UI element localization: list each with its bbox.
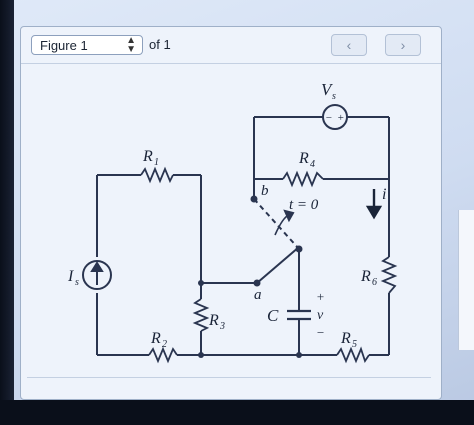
label-a: a: [254, 287, 262, 303]
terminal-b-dot: [250, 195, 258, 203]
circuit-diagram: − +: [67, 80, 398, 364]
label-is-sub: s: [75, 277, 79, 288]
label-r4: R: [298, 150, 309, 167]
next-figure-button[interactable]: ›: [385, 34, 421, 56]
resistor-r5: [336, 346, 370, 364]
terminal-a-dot: [253, 279, 261, 287]
figure-toolbar: Figure 1 ▲▼ of 1 ‹ ›: [21, 27, 441, 64]
label-r6-sub: 6: [372, 277, 377, 288]
circuit-wires: [96, 116, 390, 356]
resistor-r2: [148, 346, 178, 364]
label-r5: R: [340, 330, 351, 347]
previous-figure-button[interactable]: ‹: [331, 34, 367, 56]
switch-symbol: [253, 198, 300, 284]
label-v-plus: +: [316, 289, 325, 304]
voltage-source-symbol: [322, 104, 348, 130]
label-i: i: [382, 186, 386, 203]
label-b: b: [261, 183, 269, 199]
figure-footer: [27, 377, 431, 394]
label-r4-sub: 4: [310, 159, 315, 170]
chevron-right-icon: ›: [400, 37, 406, 53]
label-vs-sub: s: [332, 91, 336, 102]
figure-viewer-panel: Figure 1 ▲▼ of 1 ‹ ›: [20, 26, 442, 400]
capacitor-symbol: [287, 309, 311, 321]
label-r5-sub: 5: [352, 339, 357, 350]
label-r3: R: [208, 312, 219, 329]
label-r2-sub: 2: [162, 339, 167, 350]
resistor-r4: [282, 170, 324, 188]
figure-select-dropdown[interactable]: Figure 1 ▲▼: [31, 35, 143, 55]
label-is: I: [67, 268, 74, 285]
resistor-r1: [140, 166, 174, 184]
figure-select-value: Figure 1: [40, 38, 88, 53]
label-r6: R: [360, 268, 371, 285]
label-r3-sub: 3: [219, 321, 225, 332]
resistor-r6: [380, 256, 398, 294]
chevron-left-icon: ‹: [346, 37, 352, 53]
chevron-updown-icon: ▲▼: [126, 35, 136, 55]
monitor-bezel-bottom: [0, 400, 474, 425]
monitor-bezel-left: [0, 0, 14, 425]
label-r2: R: [150, 330, 161, 347]
vs-minus-sign: −: [325, 112, 332, 124]
node-dot-left: [198, 280, 204, 286]
vs-plus-sign: +: [337, 112, 344, 124]
label-vs: V: [321, 80, 334, 99]
adjacent-panel-edge: [458, 210, 474, 350]
node-dot-bottom-left: [198, 352, 204, 358]
switch-pivot-dot: [295, 245, 303, 253]
label-t: t = 0: [289, 197, 319, 213]
label-r1: R: [142, 148, 153, 165]
resistor-r3: [192, 298, 210, 332]
label-v-minus: −: [316, 325, 325, 340]
label-c: C: [267, 306, 279, 325]
current-i-arrow: [365, 189, 383, 220]
resistor-symbols: [140, 166, 398, 364]
current-source-arrow: [90, 261, 104, 285]
label-r1-sub: 1: [154, 157, 159, 168]
node-dot-bottom-cap: [296, 352, 302, 358]
figure-count-text: of 1: [149, 37, 171, 52]
label-v: v: [317, 308, 324, 323]
figure-content: − +: [27, 67, 431, 367]
